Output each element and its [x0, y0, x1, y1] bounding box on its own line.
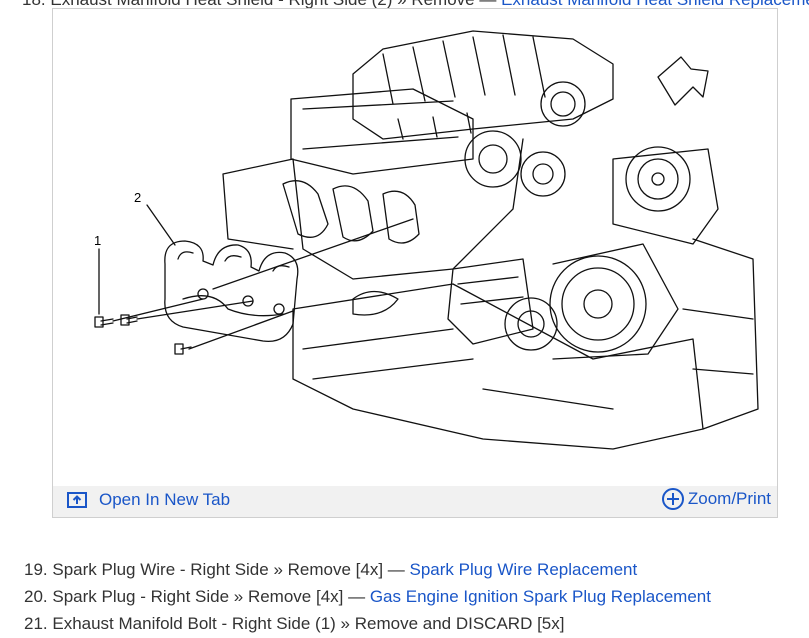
step-19: 19. Spark Plug Wire - Right Side » Remov…: [24, 556, 711, 583]
step-21-text: 21. Exhaust Manifold Bolt - Right Side (…: [24, 614, 565, 633]
engine-illustration-figure: 1 2 Open In New Tab Zoom/Print: [52, 8, 778, 518]
step-20-link[interactable]: Gas Engine Ignition Spark Plug Replaceme…: [369, 587, 711, 606]
previous-step-label: 18. Exhaust Manifold Heat Shield - Right…: [22, 0, 501, 9]
previous-step-link[interactable]: Exhaust Manifold Heat Shield Replacement: [501, 0, 809, 9]
open-in-new-tab-button[interactable]: Open In New Tab: [67, 490, 230, 510]
callout-2: 2: [134, 190, 141, 205]
step-21: 21. Exhaust Manifold Bolt - Right Side (…: [24, 610, 711, 637]
open-in-new-tab-label: Open In New Tab: [99, 490, 231, 509]
open-in-new-tab-icon: [67, 492, 87, 508]
procedure-steps-list: 19. Spark Plug Wire - Right Side » Remov…: [24, 556, 711, 637]
zoom-print-button[interactable]: Zoom/Print: [661, 487, 771, 511]
zoom-print-label: Zoom/Print: [687, 489, 771, 508]
zoom-plus-icon: [661, 488, 684, 510]
step-19-text: 19. Spark Plug Wire - Right Side » Remov…: [24, 560, 410, 579]
figure-toolbar: Open In New Tab Zoom/Print: [53, 486, 777, 517]
callout-1: 1: [94, 233, 101, 248]
step-20: 20. Spark Plug - Right Side » Remove [4x…: [24, 583, 711, 610]
engine-line-drawing: 1 2: [94, 30, 759, 450]
step-20-text: 20. Spark Plug - Right Side » Remove [4x…: [24, 587, 370, 606]
engine-diagram: 1 2: [53, 9, 777, 487]
previous-step-text: 18. Exhaust Manifold Heat Shield - Right…: [22, 0, 809, 10]
step-19-link[interactable]: Spark Plug Wire Replacement: [409, 560, 638, 579]
